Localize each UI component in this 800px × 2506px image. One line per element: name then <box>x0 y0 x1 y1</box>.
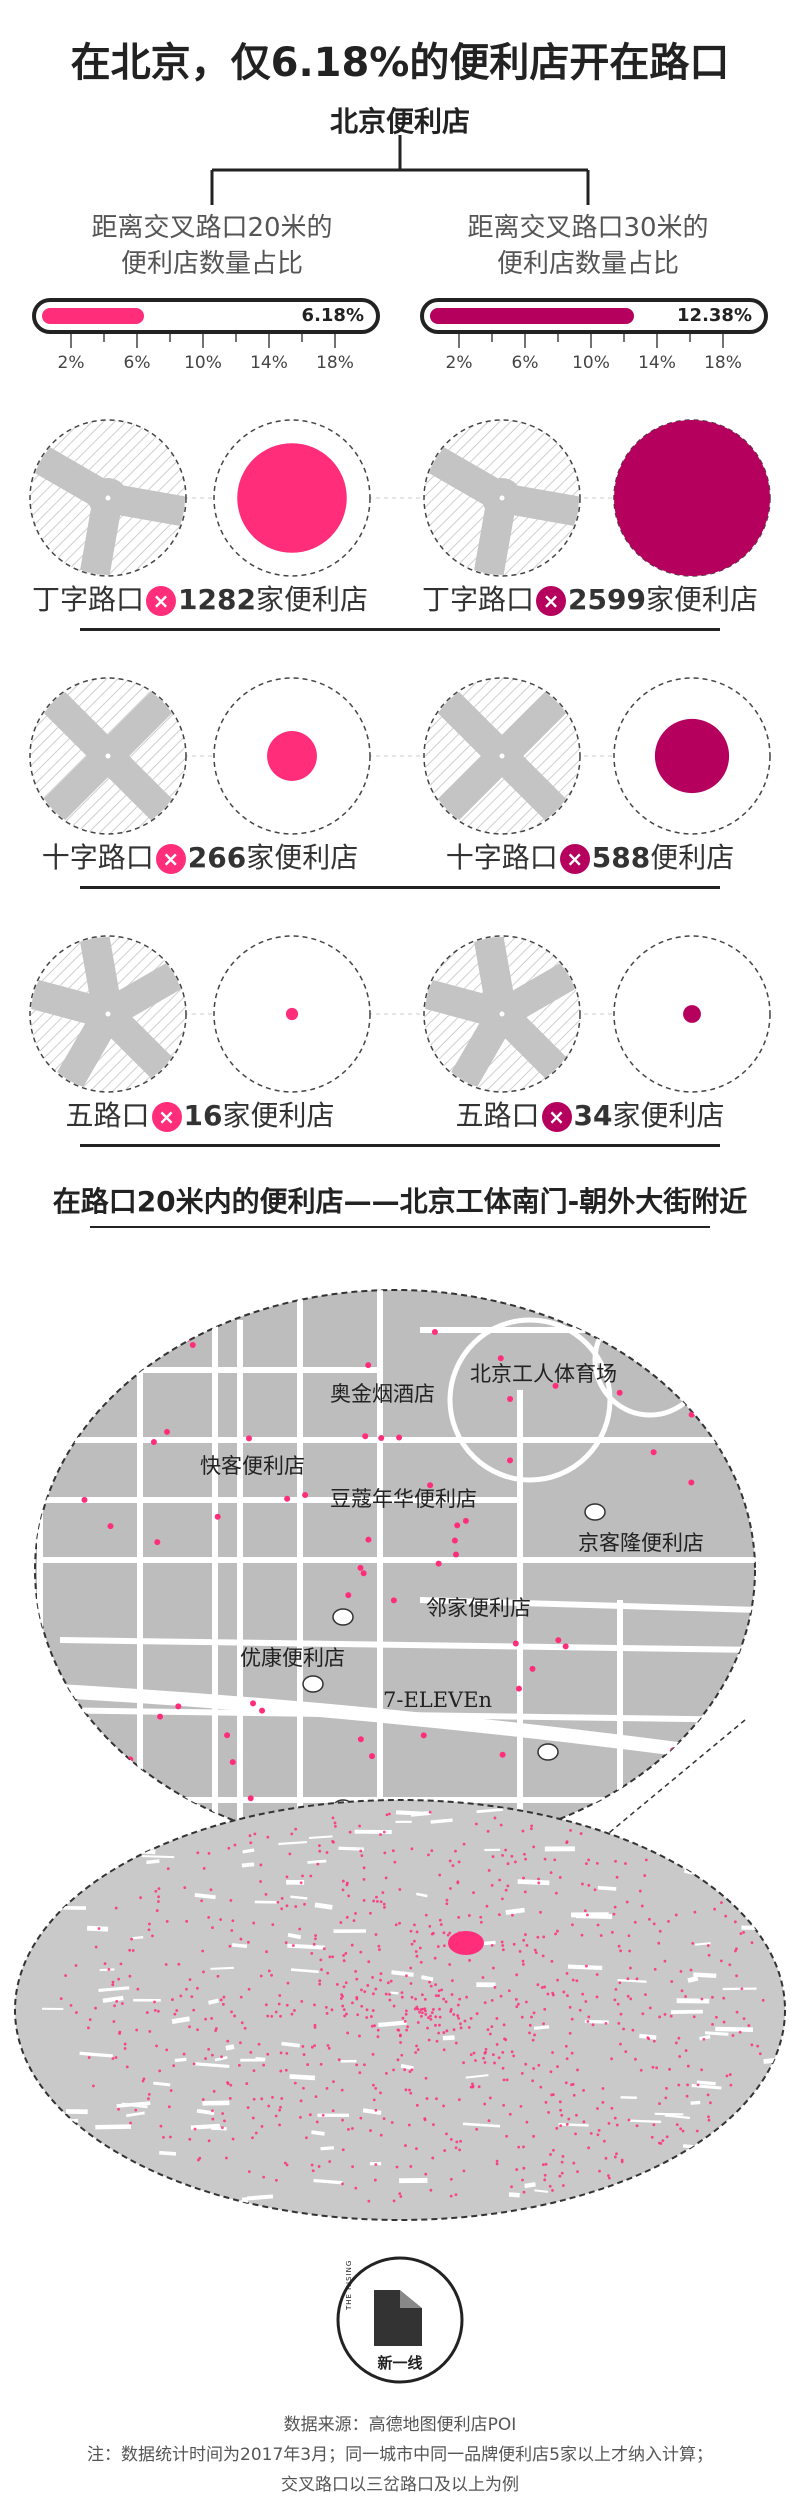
label-post: 家便利店 <box>645 583 758 616</box>
label-count: 2599 <box>568 583 646 616</box>
label-count: 266 <box>187 841 247 874</box>
row-divider <box>80 1144 720 1147</box>
map-illustration <box>14 1289 786 2221</box>
x-icon: × <box>559 844 590 874</box>
row-label-t-junction-20m: 丁字路口×1282家便利店 <box>20 578 380 618</box>
label-pre: 五路口 <box>455 1099 540 1132</box>
x-icon: × <box>536 586 567 616</box>
map-label-store: 优康便利店 <box>240 1646 345 1670</box>
column-heading-20m: 距离交叉路口20米的 便利店数量占比 <box>32 210 392 282</box>
bracket-lines <box>210 135 590 205</box>
label-post: 便利店 <box>650 841 735 874</box>
row-label-five-way-20m: 五路口×16家便利店 <box>20 1094 380 1134</box>
scale-ticks: 2% 6% 10% 14% 18% 2% 6% 10% 14% 18% <box>38 334 756 373</box>
zoom-focus-marker <box>448 1931 484 1955</box>
row-divider <box>80 886 720 889</box>
map-label-store: 京客隆便利店 <box>578 1531 704 1555</box>
tick-label: 10% <box>572 353 610 373</box>
x-icon: × <box>541 1102 572 1132</box>
tick-label: 18% <box>704 353 742 373</box>
column-heading-line1: 距离交叉路口30米的 <box>467 213 709 243</box>
label-post: 家便利店 <box>222 1099 335 1132</box>
percent-bar-20m: 6.18% <box>32 298 380 334</box>
row-label-t-junction-30m: 丁字路口×2599家便利店 <box>410 578 770 618</box>
tick-label: 2% <box>58 353 85 373</box>
row-divider <box>80 628 720 631</box>
intersection-icon <box>29 935 187 1093</box>
percent-bar-30m: 12.38% <box>420 298 768 334</box>
intersection-icon <box>423 935 581 1093</box>
percent-bar-fill <box>430 308 634 324</box>
label-pre: 五路口 <box>65 1099 150 1132</box>
count-dot-20m <box>237 443 347 553</box>
logo <box>336 2256 464 2384</box>
intersection-icon <box>423 677 581 835</box>
tick-label: 2% <box>446 353 473 373</box>
row-label-five-way-30m: 五路口×34家便利店 <box>410 1094 770 1134</box>
footer-note: 注：数据统计时间为2017年3月；同一城市中同一品牌便利店5家以上才纳入计算； <box>87 2445 713 2465</box>
logo-text: 新一线 <box>377 2354 423 2372</box>
footer-source: 数据来源：高德地图便利店POI <box>283 2415 517 2435</box>
map-label-store: 7-ELEVEn <box>383 1688 493 1712</box>
map-title-underline <box>90 1226 710 1228</box>
tick-label: 18% <box>316 353 354 373</box>
label-count: 34 <box>573 1099 613 1132</box>
percent-value: 12.38% <box>677 305 752 326</box>
label-pre: 丁字路口 <box>422 583 535 616</box>
column-heading-30m: 距离交叉路口30米的 便利店数量占比 <box>408 210 768 282</box>
label-post: 家便利店 <box>255 583 368 616</box>
label-count: 588 <box>591 841 651 874</box>
map-label-stadium: 北京工人体育场 <box>470 1362 617 1386</box>
label-count: 16 <box>183 1099 223 1132</box>
logo-side-text: THE RISING <box>345 2259 353 2310</box>
row-label-crossroad-20m: 十字路口×266家便利店 <box>20 836 380 876</box>
tick-label: 10% <box>184 353 222 373</box>
row-label-crossroad-30m: 十字路口×588便利店 <box>410 836 770 876</box>
city-map <box>14 1799 786 2221</box>
label-post: 家便利店 <box>612 1099 725 1132</box>
chart-subtitle: 北京便利店 <box>329 105 470 138</box>
intersection-diagrams <box>29 419 771 1093</box>
intersection-icon <box>29 419 187 577</box>
page-title: 在北京，仅6.18%的便利店开在路口 <box>70 40 730 86</box>
intersection-icon <box>29 677 187 835</box>
column-heading-line1: 距离交叉路口20米的 <box>91 213 333 243</box>
map-title: 在路口20米内的便利店——北京工体南门-朝外大街附近 <box>52 1185 748 1218</box>
map-label-store: 豆蔻年华便利店 <box>330 1487 477 1511</box>
tick-label: 6% <box>124 353 151 373</box>
label-pre: 十字路口 <box>445 841 558 874</box>
count-dot-20m <box>267 731 317 781</box>
map-label-store: 奥金烟酒店 <box>330 1382 435 1406</box>
intersection-icon <box>423 419 581 577</box>
x-icon: × <box>155 844 186 874</box>
label-count: 1282 <box>178 583 256 616</box>
x-icon: × <box>146 586 177 616</box>
map-label-store: 邻家便利店 <box>426 1596 531 1620</box>
tick-label: 6% <box>512 353 539 373</box>
label-pre: 十字路口 <box>41 841 154 874</box>
count-dot-30m <box>614 420 770 576</box>
count-dot-30m <box>654 718 730 794</box>
map-label-store: 快客便利店 <box>200 1454 305 1478</box>
count-dot-20m <box>285 1007 299 1021</box>
count-dot-30m <box>683 1005 701 1023</box>
percent-bar-fill <box>42 308 144 324</box>
percent-value: 6.18% <box>301 305 364 326</box>
x-icon: × <box>151 1102 182 1132</box>
tick-label: 14% <box>638 353 676 373</box>
footer-note-2: 交叉路口以三岔路口及以上为例 <box>281 2475 519 2495</box>
column-heading-line2: 便利店数量占比 <box>496 249 679 279</box>
column-heading-line2: 便利店数量占比 <box>120 249 303 279</box>
label-post: 家便利店 <box>246 841 359 874</box>
label-pre: 丁字路口 <box>32 583 145 616</box>
tick-label: 14% <box>250 353 288 373</box>
